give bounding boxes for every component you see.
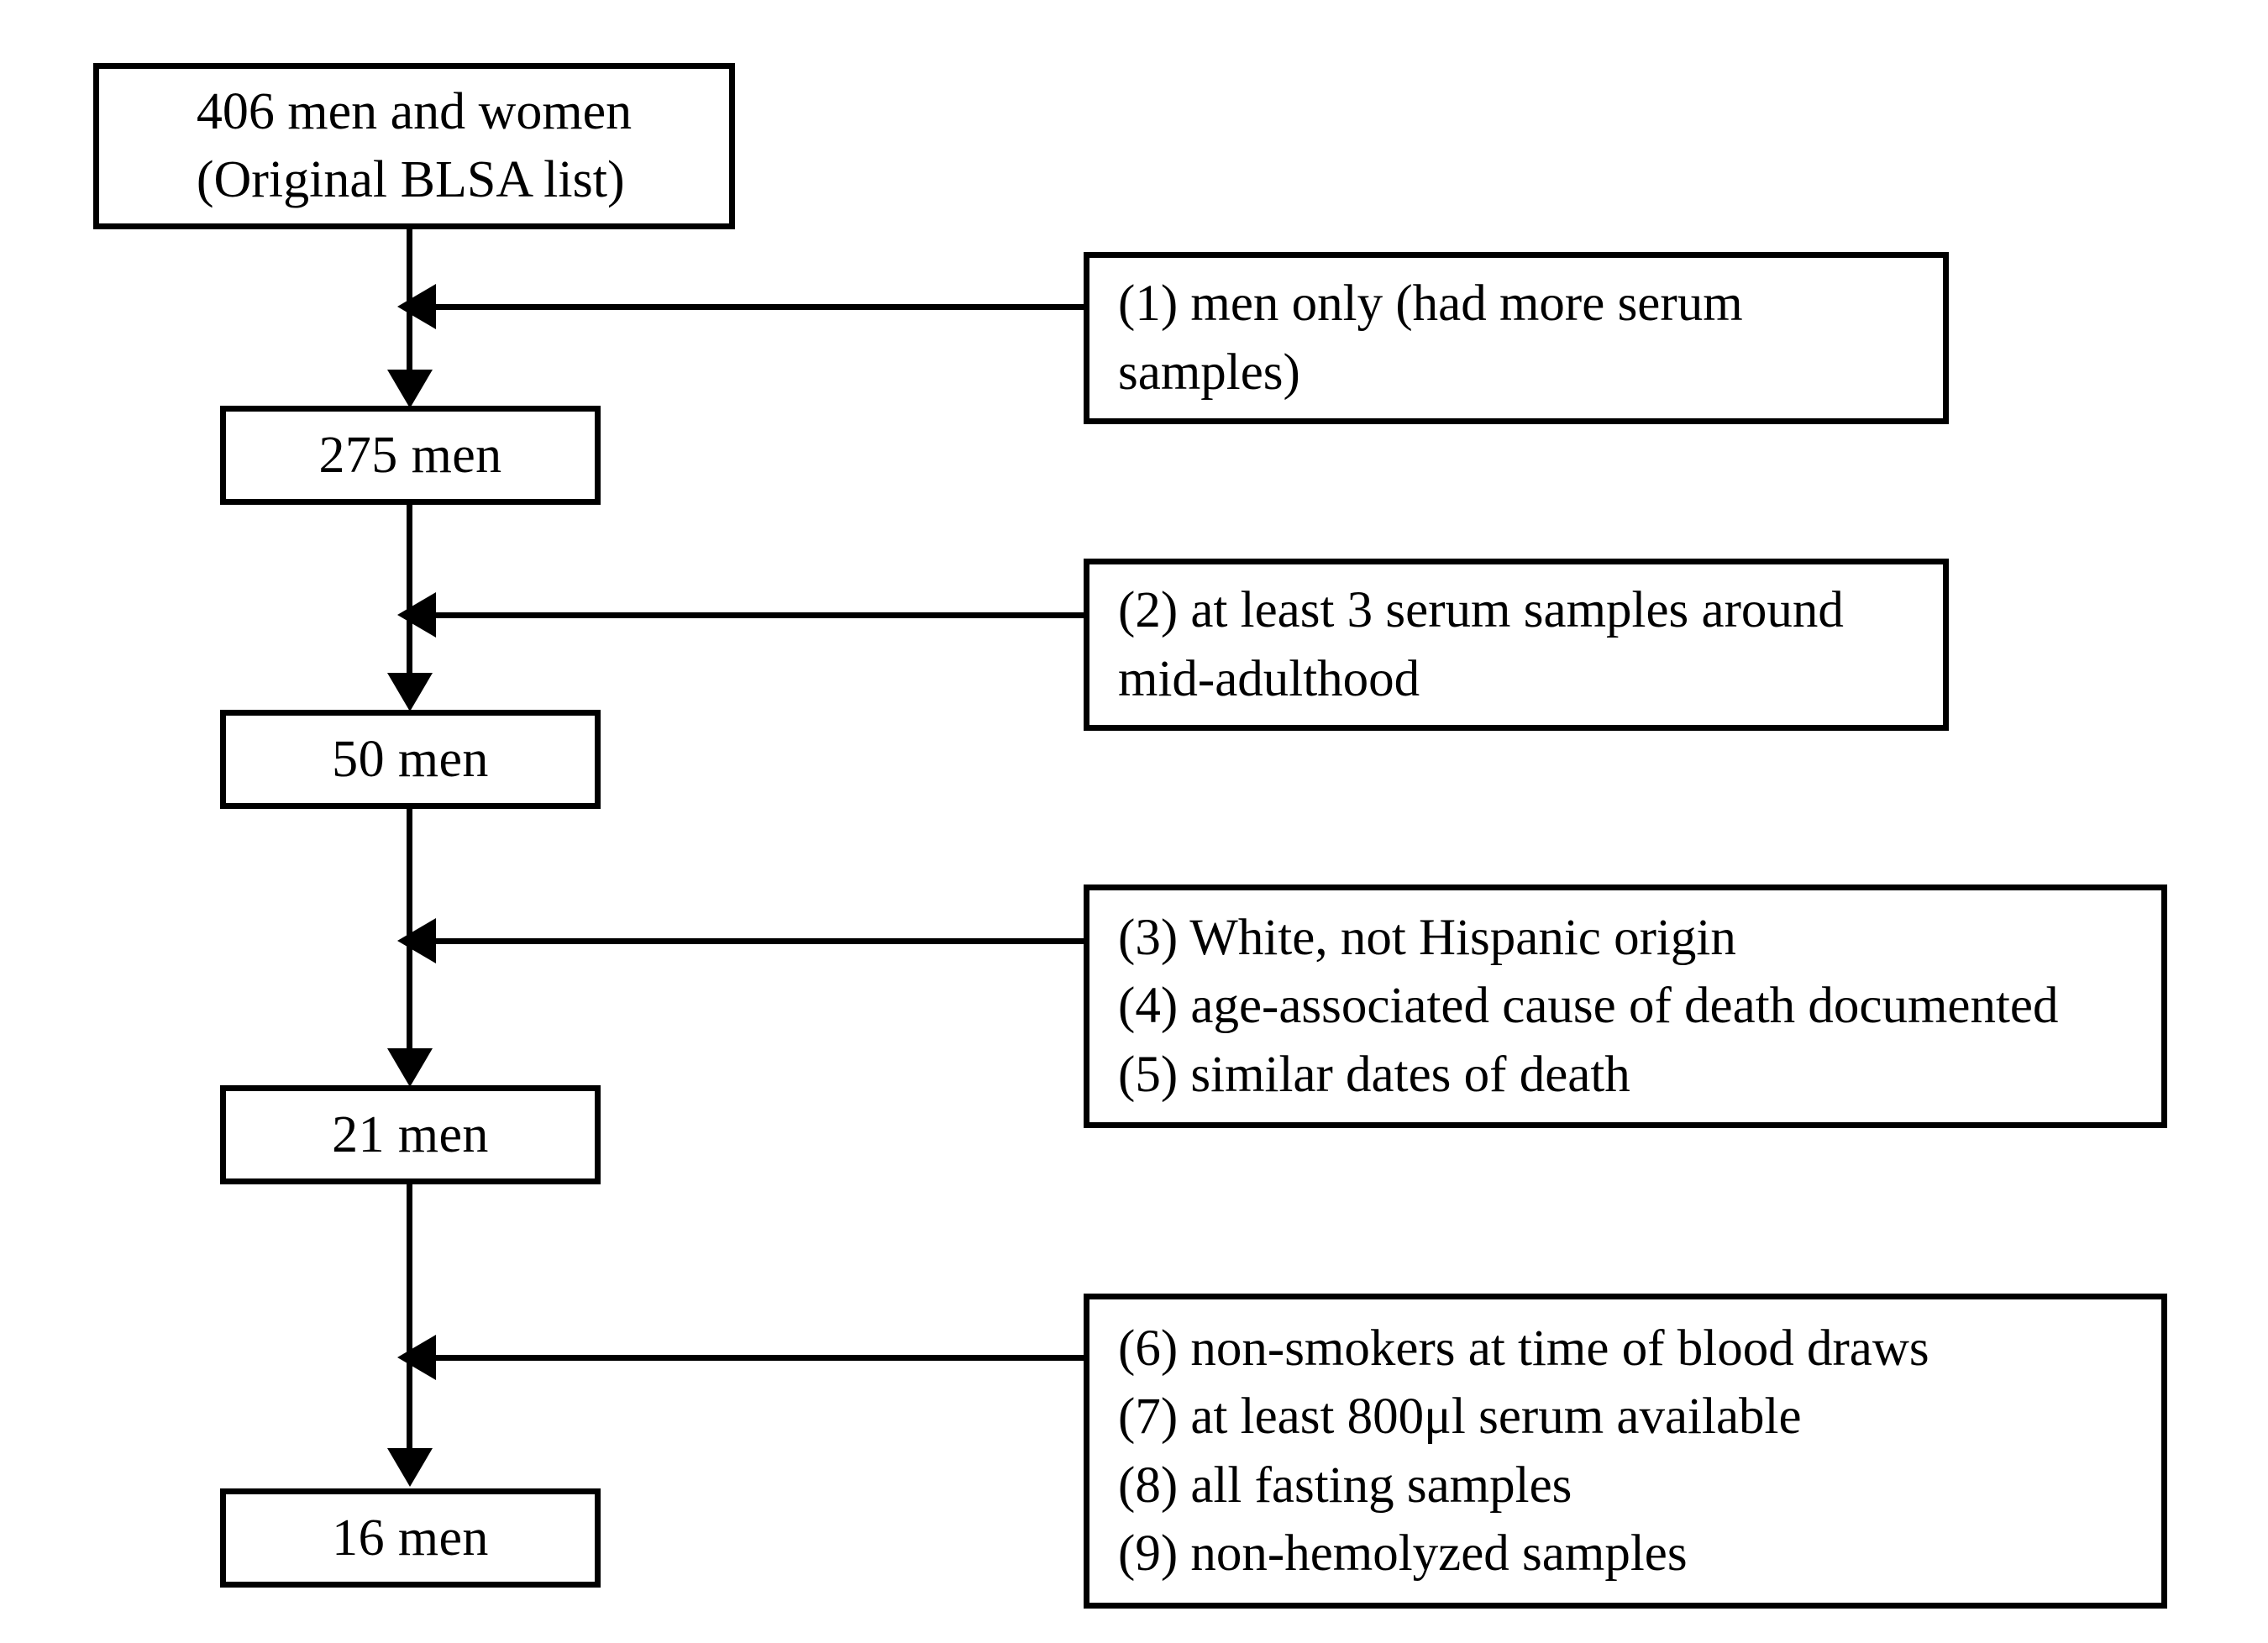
flow-node-406-line2: (Original BLSA list) [196, 151, 625, 208]
flow-node-275-label: 275 men [318, 426, 502, 484]
criteria-box-6-9-line3: (8) all fasting samples [1118, 1457, 1572, 1514]
criteria-box-1-line2: samples) [1118, 344, 1300, 401]
criteria-box-3-5-line3: (5) similar dates of death [1118, 1046, 1630, 1103]
flow-node-16-label: 16 men [332, 1509, 489, 1567]
flow-node-21-label: 21 men [332, 1105, 489, 1163]
criteria-box-1-line1: (1) men only (had more serum [1118, 276, 1743, 333]
criteria-box-3-5-line2: (4) age-associated cause of death docume… [1118, 978, 2059, 1035]
criteria-box-6-9: (6) non-smokers at time of blood draws (… [1084, 1294, 2167, 1609]
connector-line-275-50 [407, 505, 412, 678]
exclusion-line-2 [435, 612, 1084, 618]
flow-node-50-label: 50 men [332, 730, 489, 788]
exclusion-arrowhead-4 [397, 1335, 436, 1380]
criteria-box-2: (2) at least 3 serum samples around mid-… [1084, 559, 1949, 731]
criteria-box-1: (1) men only (had more serum samples) [1084, 252, 1949, 424]
flow-node-21: 21 men [220, 1085, 601, 1184]
exclusion-line-3 [435, 938, 1084, 944]
flow-node-406-text: 406 men and women (Original BLSA list) [197, 78, 632, 213]
criteria-box-6-9-line2: (7) at least 800μl serum available [1118, 1388, 1802, 1446]
flow-node-406-line1: 406 men and women [196, 83, 633, 141]
criteria-box-2-line1: (2) at least 3 serum samples around [1118, 582, 1844, 639]
flow-node-275: 275 men [220, 406, 601, 505]
criteria-box-3-5-line1: (3) White, not Hispanic origin [1118, 910, 1736, 967]
criteria-box-6-9-line1: (6) non-smokers at time of blood draws [1118, 1320, 1929, 1378]
flow-node-50: 50 men [220, 710, 601, 809]
exclusion-arrowhead-1 [397, 284, 436, 329]
exclusion-line-1 [435, 304, 1084, 310]
criteria-box-3-5: (3) White, not Hispanic origin (4) age-a… [1084, 884, 2167, 1128]
connector-arrowhead-50-21 [387, 1048, 433, 1087]
criteria-box-6-9-line4: (9) non-hemolyzed samples [1118, 1525, 1688, 1582]
connector-line-21-16 [407, 1184, 412, 1451]
criteria-box-2-line2: mid-adulthood [1118, 650, 1420, 707]
exclusion-arrowhead-2 [397, 592, 436, 638]
connector-arrowhead-406-275 [387, 370, 433, 408]
flow-node-406: 406 men and women (Original BLSA list) [93, 63, 735, 229]
connector-arrowhead-275-50 [387, 673, 433, 711]
connector-arrowhead-21-16 [387, 1448, 433, 1487]
exclusion-line-4 [435, 1355, 1084, 1361]
flow-node-16: 16 men [220, 1488, 601, 1588]
exclusion-arrowhead-3 [397, 918, 436, 963]
